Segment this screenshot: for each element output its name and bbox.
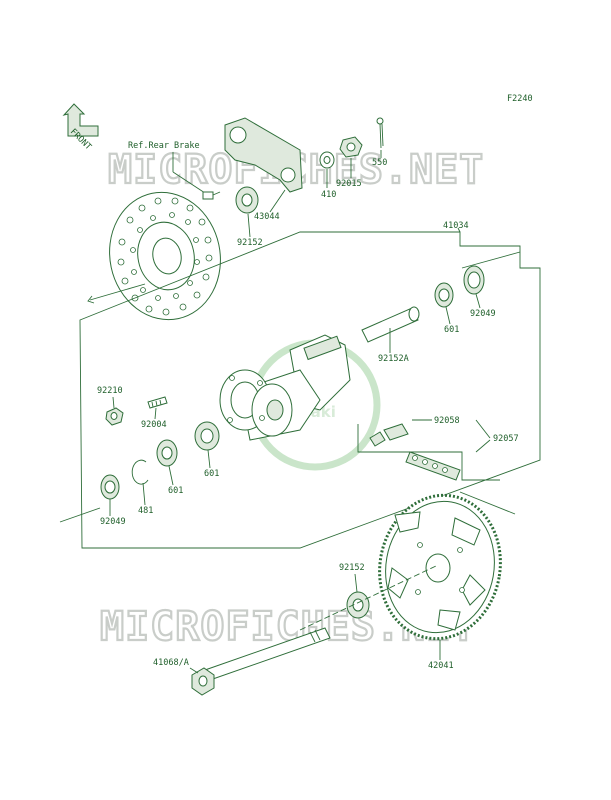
part-43044: 43044 <box>254 212 280 222</box>
diagram-code: F2240 <box>507 94 533 104</box>
chain-bracket-line <box>357 424 500 481</box>
rear-sprocket <box>378 493 502 641</box>
cotter-pin-550 <box>376 117 384 149</box>
part-550: 550 <box>372 158 387 168</box>
part-92004: 92004 <box>141 420 167 430</box>
seal-92049-left <box>100 474 120 500</box>
drive-chain <box>369 423 461 481</box>
part-601-right: 601 <box>444 325 459 335</box>
part-92152-bottom: 92152 <box>339 563 365 573</box>
spacer-92152-bottom <box>346 591 370 619</box>
part-41068A: 41068/A <box>153 658 189 668</box>
part-601-left: 601 <box>168 486 183 496</box>
caliper-bracket <box>224 117 303 193</box>
part-42041: 42041 <box>428 661 454 671</box>
part-481: 481 <box>138 506 153 516</box>
disc-bolt <box>202 191 221 200</box>
seal-92049-right <box>463 265 485 295</box>
ref-rear-brake-label: Ref.Rear Brake <box>128 141 200 151</box>
brake-disc <box>109 191 221 321</box>
part-92049-right: 92049 <box>470 309 496 319</box>
wheel-hub <box>219 334 351 441</box>
part-410: 410 <box>321 190 336 200</box>
hub-assembly-box <box>79 231 541 549</box>
nut-92015 <box>339 136 363 158</box>
nut-92210 <box>105 407 124 426</box>
part-601-mid: 601 <box>204 469 219 479</box>
bearing-601-left <box>156 439 178 467</box>
stud-92004 <box>147 396 168 409</box>
part-92152-top: 92152 <box>237 238 263 248</box>
part-92049-left: 92049 <box>100 517 126 527</box>
part-92057: 92057 <box>493 434 519 444</box>
bearing-601-mid <box>194 421 220 451</box>
part-92210: 92210 <box>97 386 123 396</box>
spacer-92152-top <box>235 186 259 214</box>
bearing-601-right <box>434 282 454 308</box>
washer-410 <box>319 151 335 169</box>
part-92152A: 92152A <box>378 354 409 364</box>
sleeve-92152A <box>361 306 420 343</box>
circlip-481 <box>131 459 149 485</box>
part-92058: 92058 <box>434 416 460 426</box>
part-92015: 92015 <box>336 179 362 189</box>
part-41034: 41034 <box>443 221 469 231</box>
front-arrow-icon: FRONT <box>62 103 99 152</box>
axle-41068A <box>191 627 331 696</box>
